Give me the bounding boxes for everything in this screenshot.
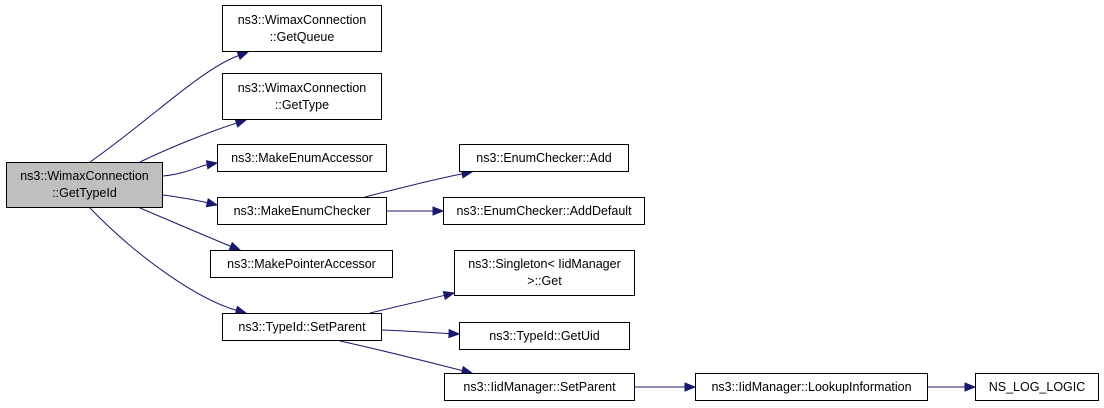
edge-makeenumchecker-to-enumchecker-add [364, 173, 463, 198]
arrowhead-icon [205, 160, 219, 170]
node-label-line: ns3::IidManager::SetParent [463, 379, 616, 394]
node-typeid-getuid[interactable]: ns3::TypeId::GetUid [459, 322, 630, 350]
node-label-line: ns3::EnumChecker::AddDefault [456, 203, 632, 218]
node-label-line: ns3::Singleton< IidManager [468, 257, 621, 271]
node-label-line: ns3::TypeId::GetUid [489, 328, 600, 343]
node-iidmanager-lookupinformation[interactable]: ns3::IidManager::LookupInformation [695, 373, 928, 401]
edge-typeid-setparent-to-singleton-get [369, 294, 445, 314]
node-makeenumaccessor[interactable]: ns3::MakeEnumAccessor [217, 144, 387, 172]
node-ns-log-logic[interactable]: NS_LOG_LOGIC [975, 373, 1099, 401]
node-wimaxconnection-getqueue[interactable]: ns3::WimaxConnection ::GetQueue [222, 5, 382, 52]
arrowhead-icon [228, 241, 242, 251]
edge-typeid-setparent-to-iidmanager-setparent [339, 340, 463, 372]
node-typeid-setparent[interactable]: ns3::TypeId::SetParent [222, 313, 382, 341]
edge-gettypeid-to-makepointeraccessor [139, 207, 231, 247]
arrowhead-icon [234, 118, 248, 128]
arrowhead-icon [236, 51, 250, 61]
node-label-line: ::GetType [274, 97, 330, 112]
edge-typeid-setparent-to-typeid-getuid [381, 329, 450, 335]
node-wimaxconnection-gettypeid[interactable]: ns3::WimaxConnection ::GetTypeId [6, 162, 163, 208]
node-makeenumchecker[interactable]: ns3::MakeEnumChecker [217, 197, 387, 225]
node-label-line: NS_LOG_LOGIC [988, 379, 1086, 394]
arrowhead-icon [205, 197, 219, 208]
node-label-line: ns3::WimaxConnection [20, 169, 149, 183]
node-makepointeraccessor[interactable]: ns3::MakePointerAccessor [210, 250, 393, 278]
node-label-line: ::GetTypeId [52, 186, 117, 200]
arrowhead-icon [964, 382, 977, 392]
node-label-line: ::GetQueue [269, 29, 335, 44]
arrowhead-icon [442, 290, 456, 301]
arrowhead-icon [684, 382, 697, 392]
arrowhead-icon [432, 206, 445, 216]
node-label-line: >::Get [527, 274, 562, 288]
node-label-line: ns3::TypeId::SetParent [238, 319, 366, 334]
node-label-line: ns3::MakePointerAccessor [227, 256, 376, 271]
node-label-line: ns3::WimaxConnection [237, 12, 367, 27]
node-wimaxconnection-gettype[interactable]: ns3::WimaxConnection ::GetType [222, 73, 382, 120]
node-enumchecker-add[interactable]: ns3::EnumChecker::Add [459, 144, 629, 172]
edge-gettypeid-to-makeenumaccessor [162, 164, 208, 177]
edge-gettypeid-to-gettype [139, 122, 237, 163]
node-enumchecker-adddefault[interactable]: ns3::EnumChecker::AddDefault [443, 197, 645, 225]
arrowhead-icon [448, 328, 461, 339]
node-label-line: ns3::EnumChecker::Add [476, 150, 612, 165]
node-label-line: ns3::MakeEnumChecker [233, 203, 371, 218]
edge-gettypeid-to-typeid-setparent [89, 207, 237, 311]
node-iidmanager-setparent[interactable]: ns3::IidManager::SetParent [444, 373, 635, 401]
node-label-line: ns3::WimaxConnection [237, 80, 367, 95]
node-label-line: ns3::IidManager::LookupInformation [711, 379, 912, 394]
edge-gettypeid-to-makeenumchecker [162, 194, 208, 204]
node-label-line: ns3::MakeEnumAccessor [231, 150, 373, 165]
edge-gettypeid-to-getqueue [89, 55, 239, 163]
node-singleton-iidmanager-get[interactable]: ns3::Singleton< IidManager >::Get [454, 250, 635, 296]
